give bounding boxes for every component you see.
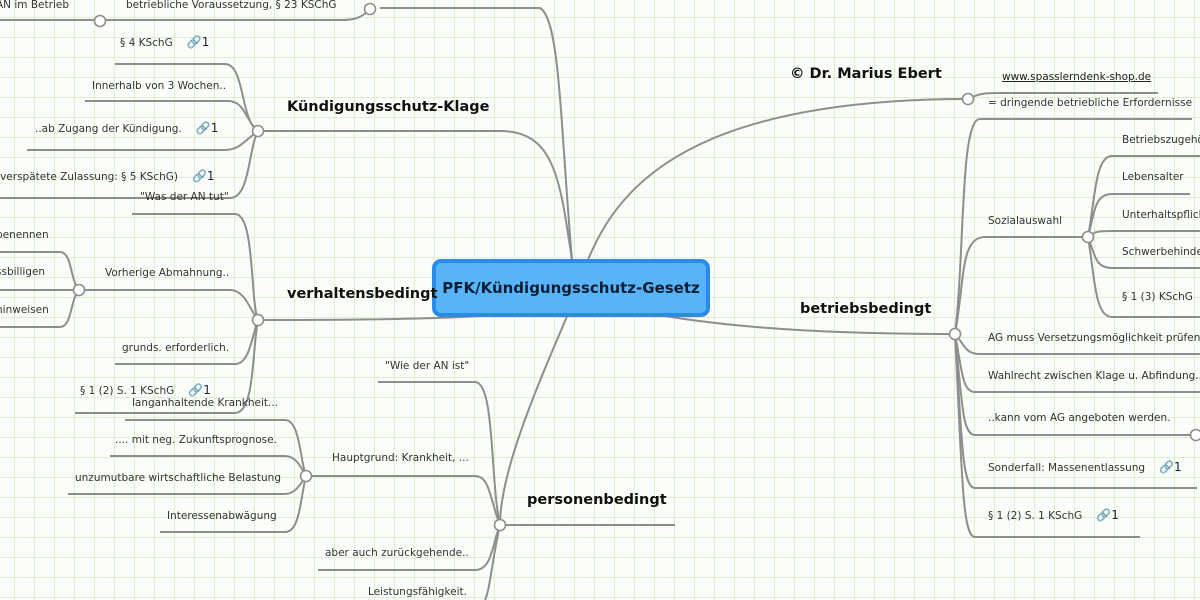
item-text: § 4 KSchG bbox=[120, 37, 173, 49]
krankheit-sub[interactable]: unzumutbare wirtschaftliche Belastung bbox=[75, 472, 281, 484]
sozialauswahl-sub[interactable]: Unterhaltspflich bbox=[1122, 209, 1200, 221]
abmahnung-sub[interactable]: hinweisen bbox=[0, 304, 49, 316]
verhalten-item[interactable]: Vorherige Abmahnung.. bbox=[105, 267, 230, 279]
betrieb-item[interactable]: Sonderfall: Massenentlassung 🔗1 bbox=[988, 460, 1182, 475]
klage-item[interactable]: Innerhalb von 3 Wochen.. bbox=[92, 80, 227, 92]
website-link[interactable]: www.spasslerndenk-shop.de bbox=[1002, 71, 1152, 83]
item-text: § 1 (2) S. 1 KSchG bbox=[80, 385, 175, 397]
topic-author[interactable]: © Dr. Marius Ebert bbox=[790, 66, 942, 82]
abmahnung-sub[interactable]: benennen bbox=[0, 229, 49, 241]
verhalten-item[interactable]: grunds. erforderlich. bbox=[122, 342, 230, 354]
link-count: 1 bbox=[1174, 460, 1182, 474]
klage-item[interactable]: § 4 KSchG 🔗1 bbox=[120, 35, 209, 50]
item-text: ..ab Zugang der Kündigung. bbox=[35, 123, 182, 135]
link-icon[interactable]: 🔗1 bbox=[195, 121, 219, 135]
central-topic-label: PFK/Kündigungsschutz-Gesetz bbox=[442, 279, 700, 297]
sozialauswahl-sub[interactable]: Betriebszugehö bbox=[1122, 134, 1200, 146]
topic-an-im-betrieb[interactable]: AN im Betrieb bbox=[0, 0, 69, 11]
link-count: 1 bbox=[201, 35, 210, 49]
krankheit-sub[interactable]: Interessenabwägung bbox=[167, 510, 277, 522]
item-text: Sonderfall: Massenentlassung bbox=[988, 462, 1146, 474]
betrieb-item[interactable]: ..kann vom AG angeboten werden. bbox=[988, 412, 1171, 424]
betrieb-item-sozialauswahl[interactable]: Sozialauswahl bbox=[988, 215, 1063, 227]
betrieb-item[interactable]: § 1 (2) S. 1 KSchG 🔗1 bbox=[988, 508, 1119, 523]
abmahnung-sub[interactable]: ssbilligen bbox=[0, 266, 46, 278]
sozialauswahl-sub[interactable]: § 1 (3) KSchG bbox=[1122, 291, 1193, 303]
krankheit-sub[interactable]: .... mit neg. Zukunftsprognose. bbox=[115, 434, 277, 446]
topic-betriebsbedingt[interactable]: betriebsbedingt bbox=[800, 301, 932, 317]
klage-item[interactable]: ..ab Zugang der Kündigung. 🔗1 bbox=[35, 121, 218, 136]
klage-item[interactable]: (verspätete Zulassung: § 5 KSchG) 🔗1 bbox=[0, 169, 215, 184]
verhalten-item[interactable]: § 1 (2) S. 1 KSchG 🔗1 bbox=[80, 383, 211, 398]
link-icon[interactable]: 🔗1 bbox=[1159, 460, 1182, 474]
topic-betriebliche-voraussetzung[interactable]: betriebliche Voraussetzung, § 23 KSChG bbox=[126, 0, 337, 11]
link-icon[interactable]: 🔗1 bbox=[186, 35, 210, 49]
link-count: 1 bbox=[203, 383, 211, 397]
author-item[interactable]: = dringende betriebliche Erfordernisse bbox=[988, 97, 1193, 109]
betrieb-item[interactable]: Wahlrecht zwischen Klage u. Abfindung.. bbox=[988, 370, 1200, 382]
topic-personenbedingt[interactable]: personenbedingt bbox=[527, 492, 667, 508]
verhalten-item[interactable]: "Was der AN tut" bbox=[140, 191, 229, 203]
person-item[interactable]: aber auch zurückgehende.. bbox=[325, 547, 469, 559]
sozialauswahl-sub[interactable]: Schwerbehinde bbox=[1122, 246, 1200, 258]
item-text: (verspätete Zulassung: § 5 KSchG) bbox=[0, 171, 178, 183]
krankheit-sub[interactable]: langanhaltende Krankheit... bbox=[132, 397, 278, 409]
person-item[interactable]: Hauptgrund: Krankheit, ... bbox=[332, 452, 469, 464]
link-count: 1 bbox=[210, 121, 219, 135]
topic-verhaltensbedingt[interactable]: verhaltensbedingt bbox=[287, 286, 438, 302]
person-item[interactable]: Leistungsfähigkeit. bbox=[368, 586, 467, 598]
link-icon[interactable]: 🔗1 bbox=[188, 383, 211, 397]
sozialauswahl-sub[interactable]: Lebensalter bbox=[1122, 171, 1184, 183]
betrieb-item[interactable]: AG muss Versetzungsmöglichkeit prüfen bbox=[988, 332, 1200, 344]
link-count: 1 bbox=[1111, 508, 1119, 522]
central-topic[interactable]: PFK/Kündigungsschutz-Gesetz bbox=[432, 259, 710, 317]
topic-kuendigungsschutz-klage[interactable]: Kündigungsschutz-Klage bbox=[287, 99, 490, 115]
link-count: 1 bbox=[206, 169, 215, 183]
link-icon[interactable]: 🔗1 bbox=[1096, 508, 1119, 522]
person-item[interactable]: "Wie der AN ist" bbox=[385, 360, 470, 372]
link-icon[interactable]: 🔗1 bbox=[191, 169, 215, 183]
item-text: § 1 (2) S. 1 KSchG bbox=[988, 510, 1083, 522]
